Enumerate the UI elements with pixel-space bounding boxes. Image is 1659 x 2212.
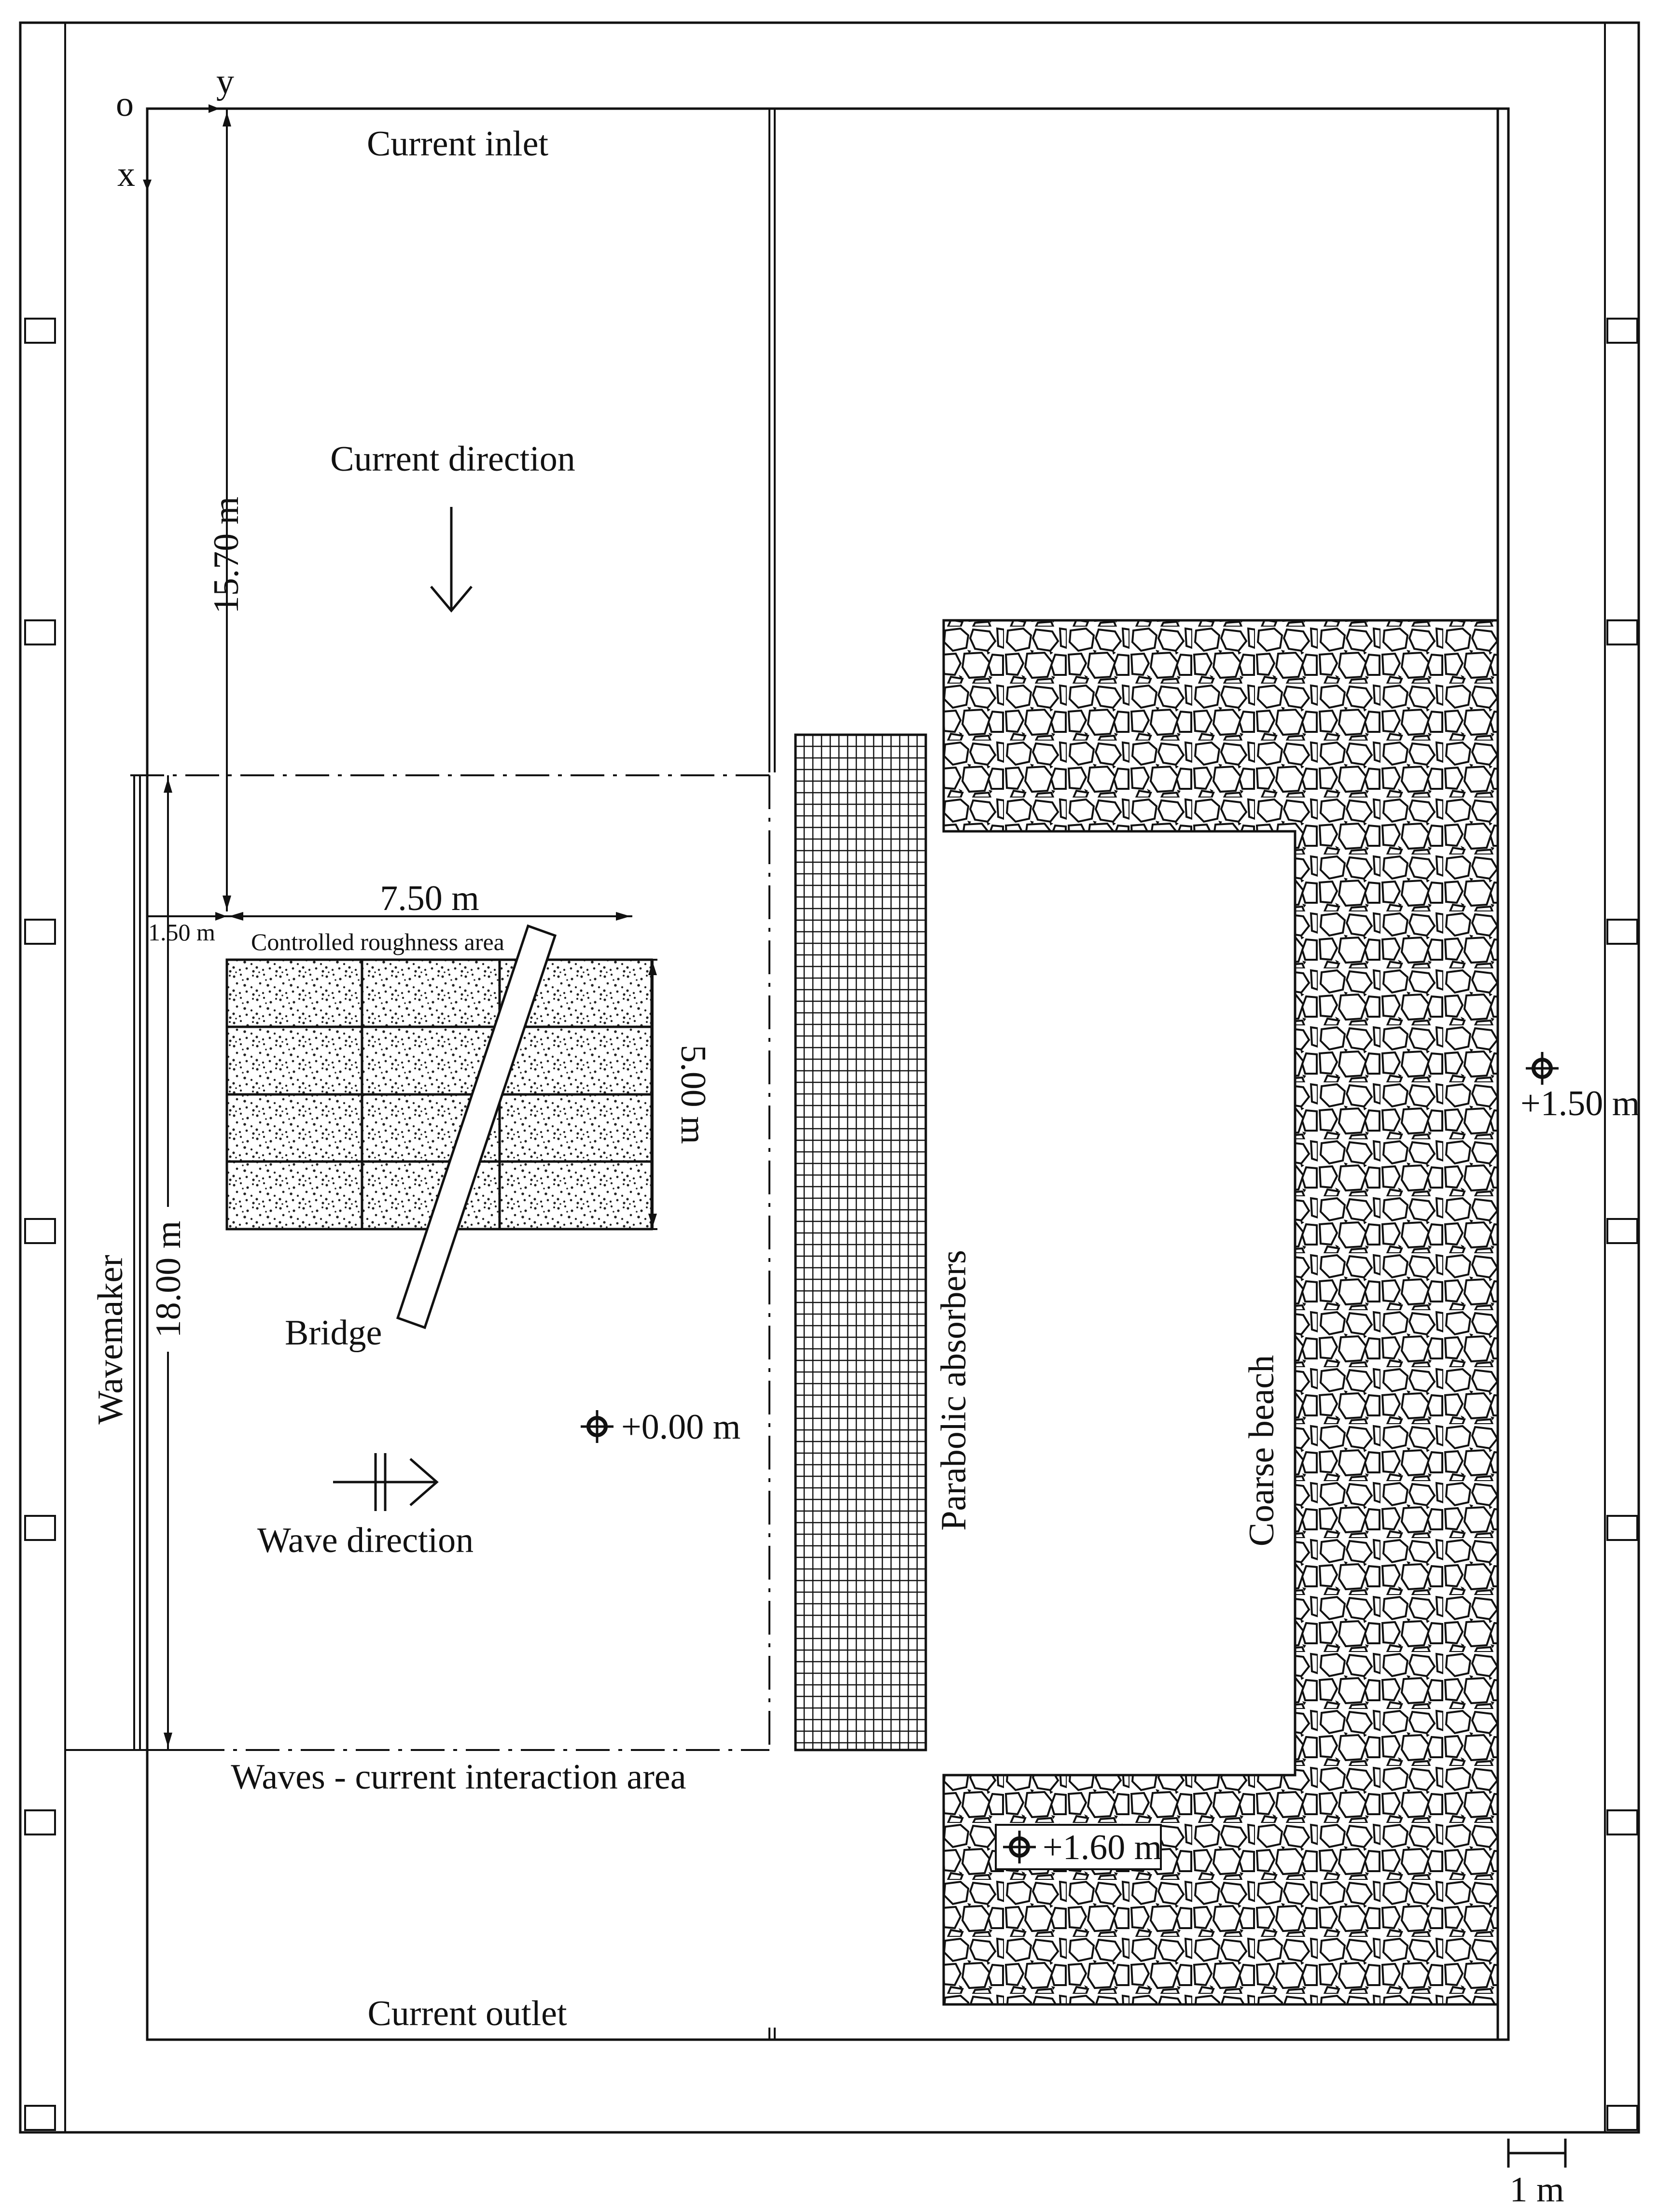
dimension-15-70-label: 15.70 m — [207, 497, 246, 614]
interaction-area-label: Waves - current interaction area — [231, 1757, 686, 1797]
interaction-area-boundary — [65, 774, 770, 1751]
current-outlet-label: Current outlet — [367, 1994, 567, 2033]
basin-boundary — [146, 107, 1510, 2041]
axis-x-label: x — [117, 154, 135, 194]
center-divider — [768, 109, 776, 2040]
bridge — [396, 924, 557, 1330]
elevation-beach-label: +1.60 m — [1043, 1828, 1162, 1867]
side-tabs — [24, 318, 1638, 2131]
coarse-beach — [942, 619, 1499, 2006]
parabolic-absorbers-label: Parabolic absorbers — [934, 1250, 974, 1531]
current-inlet-label: Current inlet — [367, 124, 549, 164]
axis-y-label: y — [216, 62, 234, 101]
parabolic-absorbers — [794, 733, 927, 1751]
dimension-5-00-line — [647, 959, 657, 1230]
dimension-5-00-label: 5.00 m — [673, 1045, 713, 1144]
dimension-7-50-line — [227, 912, 632, 921]
roughness-area-label: Controlled roughness area — [251, 928, 504, 955]
elevation-marker-center-icon — [581, 1410, 613, 1443]
coarse-beach-label: Coarse beach — [1242, 1355, 1282, 1547]
dimension-7-50-label: 7.50 m — [380, 879, 479, 918]
elevation-marker-beach-icon — [1003, 1831, 1036, 1863]
scale-bar-label: 1 m — [1509, 2170, 1564, 2210]
dimension-1-50-line — [147, 912, 227, 921]
current-direction-label: Current direction — [330, 439, 575, 479]
wavemaker-label: Wavemaker — [91, 1255, 130, 1425]
dimension-15-70-line — [223, 109, 231, 911]
scale-bar — [1507, 2139, 1567, 2168]
elevation-center-label: +0.00 m — [621, 1407, 740, 1447]
dimension-1-50-label: 1.50 m — [148, 919, 215, 946]
elevation-marker-right-icon — [1526, 1052, 1559, 1085]
current-direction-arrow — [430, 507, 473, 613]
wavemaker-plates — [133, 775, 141, 1750]
roughness-grid — [227, 960, 652, 1229]
outer-frame — [19, 21, 1640, 2134]
wave-direction-arrow — [333, 1453, 439, 1511]
bridge-label: Bridge — [285, 1313, 382, 1353]
axis-arrows — [143, 104, 220, 191]
dimension-18-00-label: 18.00 m — [149, 1221, 188, 1338]
axis-origin-label: o — [116, 84, 134, 124]
elevation-right-label: +1.50 m — [1520, 1084, 1640, 1123]
wave-direction-label: Wave direction — [257, 1521, 474, 1560]
